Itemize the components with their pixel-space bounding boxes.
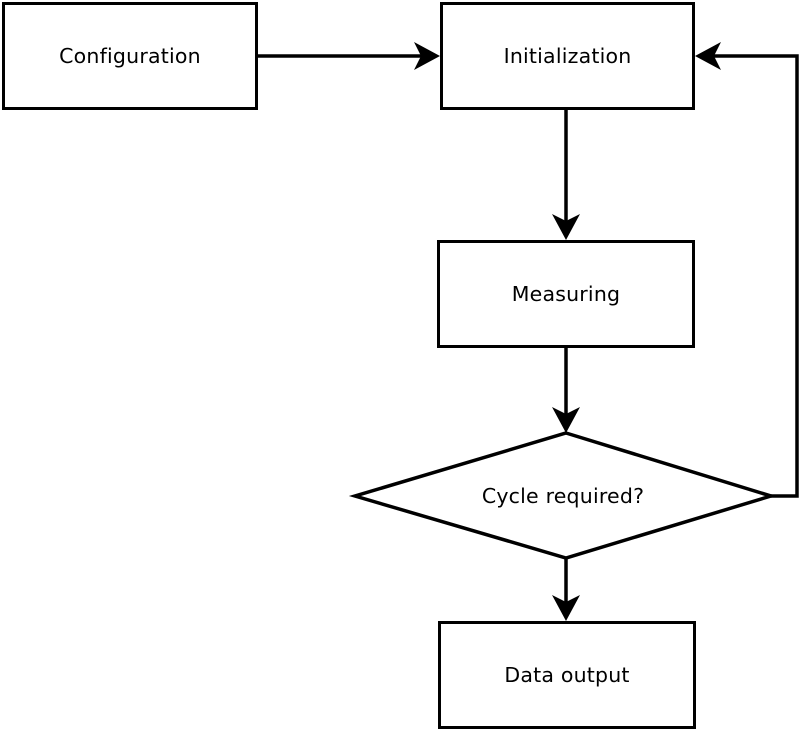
node-cycle-required-shape <box>348 431 778 560</box>
edge-cycle-required-initialization-feedback <box>695 42 799 498</box>
edge-configuration-initialization <box>258 42 440 70</box>
arrowhead-down-icon <box>552 407 580 433</box>
edge-cycle-required-data-output <box>552 558 580 621</box>
arrowhead-left-icon <box>695 42 721 70</box>
arrowhead-down-icon <box>552 595 580 621</box>
node-initialization-label: Initialization <box>503 44 632 68</box>
arrowhead-down-icon <box>552 214 580 240</box>
node-measuring-label: Measuring <box>511 282 621 306</box>
arrowhead-right-icon <box>414 42 440 70</box>
node-data-output: Data output <box>438 621 696 729</box>
edge-measuring-cycle-required <box>552 348 580 433</box>
node-configuration-label: Configuration <box>59 44 201 68</box>
node-configuration: Configuration <box>2 2 258 110</box>
node-initialization: Initialization <box>440 2 695 110</box>
edge-initialization-measuring <box>552 110 580 240</box>
node-measuring: Measuring <box>437 240 695 348</box>
node-data-output-label: Data output <box>504 663 630 687</box>
